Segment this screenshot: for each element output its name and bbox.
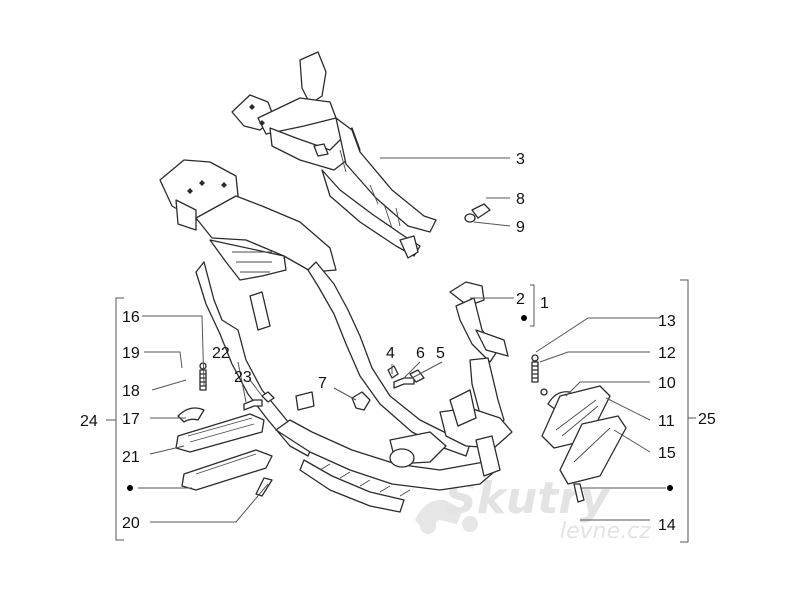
callout-8: 8	[516, 191, 525, 208]
part-9-washer	[464, 213, 476, 223]
callout-2: 2	[516, 291, 525, 308]
callout-numbers: 1 2 3 4 5 6 7 8 9 10 11 12 13 14 15 16 1…	[80, 151, 716, 534]
callout-11: 11	[658, 413, 675, 430]
marker-dots	[127, 315, 673, 491]
part-22-23-screws	[243, 391, 275, 411]
callout-16: 16	[122, 309, 140, 326]
watermark-logo: Skutry levne.cz	[415, 473, 651, 544]
callout-25: 25	[698, 411, 716, 428]
part-7-clip	[351, 391, 371, 411]
part-8-bolt	[471, 203, 491, 219]
callout-17: 17	[122, 411, 140, 428]
callout-15: 15	[658, 445, 676, 462]
callout-18: 18	[122, 383, 140, 400]
marker-dot	[521, 315, 527, 321]
callout-4: 4	[386, 345, 395, 362]
callout-1: 1	[540, 295, 549, 312]
callout-5: 5	[436, 345, 445, 362]
callout-20: 20	[122, 515, 140, 532]
callout-7: 7	[318, 375, 327, 392]
marker-dot	[127, 485, 133, 491]
left-footrest-assembly	[175, 362, 273, 497]
callout-21: 21	[122, 449, 140, 466]
part-3-subframe	[231, 51, 437, 259]
callout-6: 6	[416, 345, 425, 362]
callout-22: 22	[212, 345, 230, 362]
main-frame	[159, 159, 513, 513]
callout-24: 24	[80, 413, 98, 430]
callout-19: 19	[122, 345, 140, 362]
callout-12: 12	[658, 345, 676, 362]
callout-3: 3	[516, 151, 525, 168]
watermark-sub: levne.cz	[560, 519, 651, 544]
callout-23: 23	[234, 369, 252, 386]
callout-10: 10	[658, 375, 676, 392]
callout-14: 14	[658, 517, 676, 534]
leader-lines	[106, 157, 696, 543]
marker-dot	[667, 485, 673, 491]
right-footrest-assembly	[531, 354, 627, 503]
callout-13: 13	[658, 313, 676, 330]
part-4-5-6-bolts	[387, 365, 425, 389]
callout-9: 9	[516, 219, 525, 236]
